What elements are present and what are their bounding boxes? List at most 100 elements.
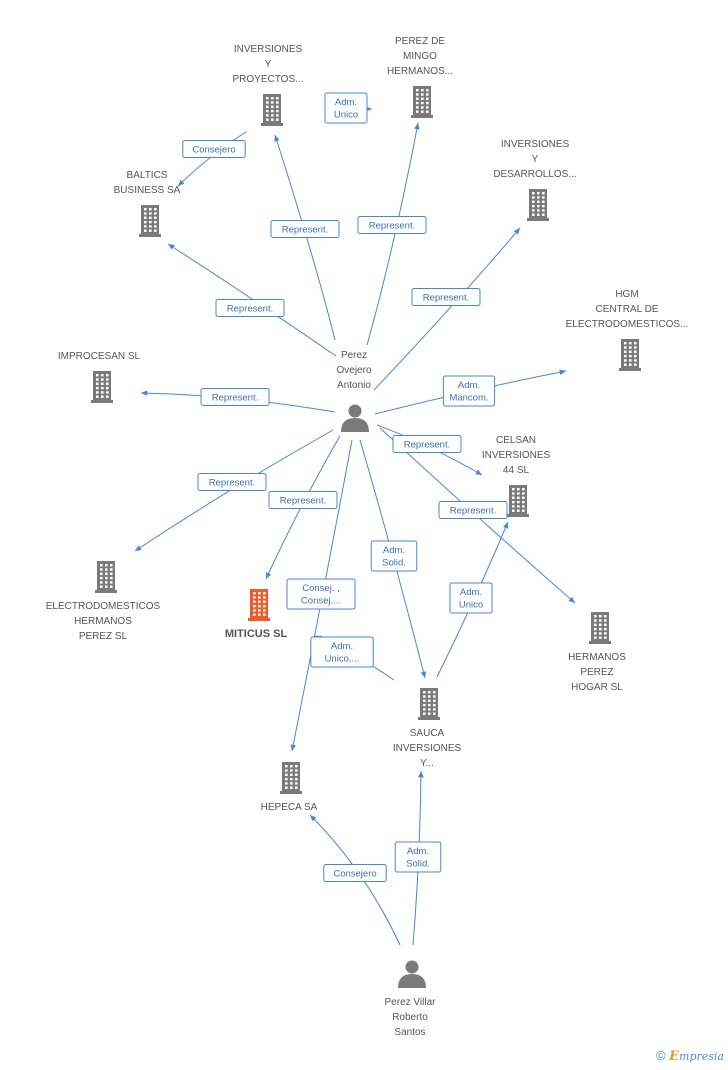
node-label: PEREZ bbox=[580, 667, 613, 678]
edge-label-text: Adm. bbox=[407, 846, 429, 857]
node-label: ELECTRODOMESTICOS... bbox=[566, 319, 689, 330]
edge-label-text: Represent. bbox=[227, 304, 273, 315]
node-inversiones_desarrollos[interactable]: INVERSIONESYDESARROLLOS... bbox=[493, 139, 577, 221]
building-icon[interactable] bbox=[418, 688, 440, 720]
edge-perez_ovejero-to-inversiones_proyectos bbox=[274, 134, 336, 341]
node-label: HOGAR SL bbox=[571, 682, 623, 693]
nodes-layer: PerezOvejeroAntonioINVERSIONESYPROYECTOS… bbox=[46, 36, 689, 1038]
node-label: HERMANOS... bbox=[387, 66, 453, 77]
node-perez_de_mingo[interactable]: PEREZ DEMINGOHERMANOS... bbox=[387, 36, 453, 118]
edge-label[interactable]: Consej. ,Consej.... bbox=[286, 578, 356, 610]
building-icon[interactable] bbox=[91, 371, 113, 403]
node-celsan[interactable]: CELSAN INVERSIONES 44 SL bbox=[482, 435, 551, 517]
edge-label-box bbox=[182, 140, 246, 158]
edge-label-text: Represent. bbox=[209, 478, 255, 489]
edge-label-text: Adm. bbox=[331, 641, 353, 652]
building-icon[interactable] bbox=[619, 339, 641, 371]
node-label: MITICUS SL bbox=[225, 628, 288, 640]
node-label: Antonio bbox=[337, 380, 371, 391]
edge-label-text: Consej. , bbox=[302, 583, 340, 594]
node-improcesan[interactable]: IMPROCESAN SL bbox=[58, 351, 141, 403]
node-label: 44 SL bbox=[503, 465, 530, 476]
node-label: CELSAN bbox=[496, 435, 536, 446]
edge-label-text: Mancom. bbox=[449, 393, 488, 404]
node-label: Roberto bbox=[392, 1012, 428, 1023]
edge-label-text: Solid. bbox=[382, 558, 406, 569]
brand-rest: mpresia bbox=[679, 1050, 724, 1063]
building-icon[interactable] bbox=[507, 485, 529, 517]
edge-label-text: Represent. bbox=[212, 393, 258, 404]
edge-label[interactable]: Represent. bbox=[411, 288, 481, 306]
edge-label-box bbox=[357, 216, 427, 234]
edge-label[interactable]: Adm. Unico,... bbox=[310, 636, 374, 668]
edge-label-text: Adm. bbox=[383, 545, 405, 556]
edge-label-box bbox=[392, 435, 462, 453]
node-label: Y bbox=[532, 154, 539, 165]
edge-perez_ovejero-to-inversiones_desarrollos bbox=[373, 227, 521, 391]
edge-label[interactable]: Adm.Unico bbox=[324, 92, 368, 124]
edge-label[interactable]: Represent. bbox=[197, 473, 267, 491]
node-label: PEREZ DE bbox=[395, 36, 445, 47]
edge-label-text: Unico bbox=[334, 110, 358, 121]
edge-label[interactable]: Adm.Unico bbox=[449, 582, 493, 614]
building-icon[interactable] bbox=[248, 589, 270, 621]
building-icon[interactable] bbox=[261, 94, 283, 126]
edge-label-text: Represent. bbox=[280, 496, 326, 507]
node-label: Ovejero bbox=[336, 365, 371, 376]
edge-label-box bbox=[270, 220, 340, 238]
building-icon[interactable] bbox=[589, 612, 611, 644]
person-icon[interactable] bbox=[398, 960, 426, 989]
node-label: Y... bbox=[420, 758, 434, 769]
edge-label[interactable]: Represent. bbox=[270, 220, 340, 238]
edge-label-text: Consejero bbox=[192, 145, 235, 156]
building-icon[interactable] bbox=[95, 561, 117, 593]
edge-label[interactable]: Represent. bbox=[357, 216, 427, 234]
person-icon[interactable] bbox=[341, 404, 369, 433]
edge-label[interactable]: Represent. bbox=[215, 299, 285, 317]
edge-label[interactable]: Adm. Solid. bbox=[370, 540, 418, 572]
node-label: PROYECTOS... bbox=[233, 74, 304, 85]
edge-label-box bbox=[324, 92, 368, 124]
node-label: HGM bbox=[615, 289, 638, 300]
node-label: INVERSIONES bbox=[393, 743, 462, 754]
node-label: Perez bbox=[341, 350, 367, 361]
edge-perez_ovejero-to-baltics bbox=[167, 243, 337, 357]
edge-label-text: Represent. bbox=[369, 221, 415, 232]
node-miticus[interactable]: MITICUS SL bbox=[225, 589, 288, 640]
building-icon[interactable] bbox=[527, 189, 549, 221]
edge-label[interactable]: Represent. bbox=[200, 388, 270, 406]
edge-label[interactable]: Adm.Solid. bbox=[394, 841, 442, 873]
edge-label-text: Represent. bbox=[404, 440, 450, 451]
node-hepeca[interactable]: HEPECA SA bbox=[261, 762, 318, 813]
node-label: INVERSIONES bbox=[501, 139, 570, 150]
edge-label[interactable]: Consejero bbox=[182, 140, 246, 158]
edge-label[interactable]: Represent. bbox=[438, 501, 508, 519]
edge-label-text: Unico,... bbox=[325, 654, 360, 665]
building-icon[interactable] bbox=[411, 86, 433, 118]
edge-label-box bbox=[394, 841, 442, 873]
building-icon[interactable] bbox=[139, 205, 161, 237]
edge-label-text: Adm. bbox=[460, 587, 482, 598]
node-label: BALTICS bbox=[127, 170, 168, 181]
edge-label-text: Represent. bbox=[282, 225, 328, 236]
edge-label-text: Consejero bbox=[333, 869, 376, 880]
node-inversiones_proyectos[interactable]: INVERSIONESYPROYECTOS... bbox=[233, 44, 304, 126]
edge-label-box bbox=[215, 299, 285, 317]
building-icon[interactable] bbox=[280, 762, 302, 794]
node-label: HERMANOS bbox=[74, 616, 132, 627]
edge-label[interactable]: Consejero bbox=[323, 864, 387, 882]
edge-label-text: Adm. bbox=[458, 380, 480, 391]
node-sauca[interactable]: SAUCAINVERSIONESY... bbox=[393, 688, 462, 769]
node-label: INVERSIONES bbox=[482, 450, 551, 461]
edge-label[interactable]: Represent. bbox=[268, 491, 338, 509]
edge-label[interactable]: Adm. Mancom. bbox=[442, 375, 496, 407]
copyright-symbol: © bbox=[656, 1048, 666, 1063]
edge-label[interactable]: Represent. bbox=[392, 435, 462, 453]
